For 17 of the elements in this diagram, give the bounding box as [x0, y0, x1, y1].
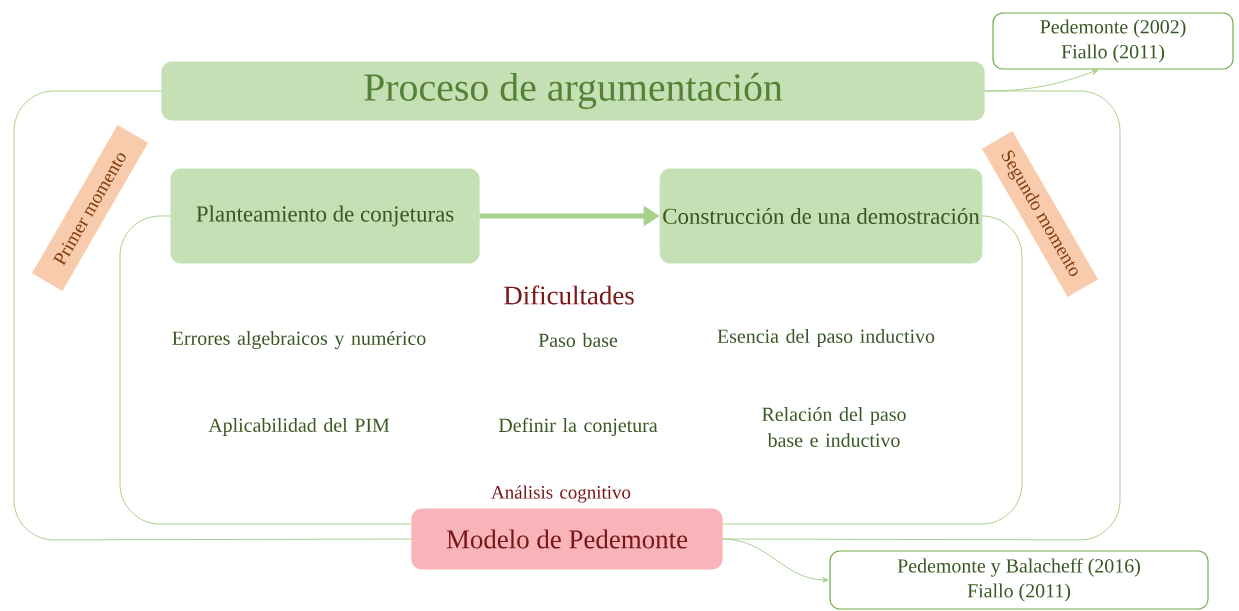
connector-line — [722, 215, 1023, 525]
title-box: Proceso de argumentación — [161, 61, 985, 121]
heading-text: Dificultades — [504, 285, 634, 305]
model-box: Modelo de Pedemonte — [411, 508, 723, 570]
reference-box: Pedemonte (2002) Fiallo (2011) — [992, 12, 1234, 70]
difficulty-text: Errores algebraicos y numérico — [172, 330, 426, 350]
difficulty-text: Aplicabilidad del PIM — [208, 417, 390, 436]
process-box: Construcción de una demostración — [659, 168, 983, 264]
reference-box: Pedemonte y Balacheff (2016) Fiallo (2011) — [829, 550, 1209, 610]
difficulty-text: Relación del paso base e inductivo — [762, 407, 906, 447]
process-box: Planteamiento de conjeturas — [170, 168, 480, 264]
arrow — [722, 538, 829, 583]
difficulty-text: Esencia del paso inductivo — [717, 328, 935, 347]
connector-line — [119, 215, 412, 525]
difficulty-text: Paso base — [538, 333, 618, 347]
connector-line — [13, 90, 412, 541]
difficulty-text: Definir la conjetura — [498, 417, 658, 437]
